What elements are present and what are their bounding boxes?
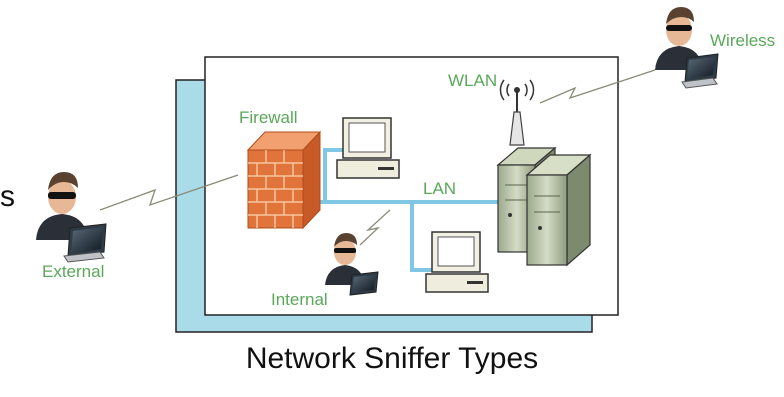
wlan-label: WLAN	[448, 71, 498, 90]
server-icon	[525, 153, 592, 267]
diagram-caption: Network Sniffer Types	[245, 342, 539, 375]
firewall-icon	[246, 130, 322, 230]
desktop-computer-icon	[336, 117, 400, 179]
lan-label: LAN	[423, 179, 457, 198]
wireless-label: Wireless	[710, 31, 776, 50]
hacker-icon	[655, 7, 719, 89]
hacker-icon	[325, 233, 379, 296]
hacker-icon	[36, 172, 107, 263]
lan-lines	[300, 148, 505, 272]
zigzag-links	[99, 69, 656, 246]
desktop-computer-icon	[425, 231, 489, 293]
left-text-fragment: s	[0, 180, 15, 213]
firewall-label: Firewall	[239, 108, 298, 127]
external-label: External	[42, 262, 105, 281]
wireless-antenna-icon	[499, 79, 535, 146]
internal-label: Internal	[271, 290, 328, 309]
